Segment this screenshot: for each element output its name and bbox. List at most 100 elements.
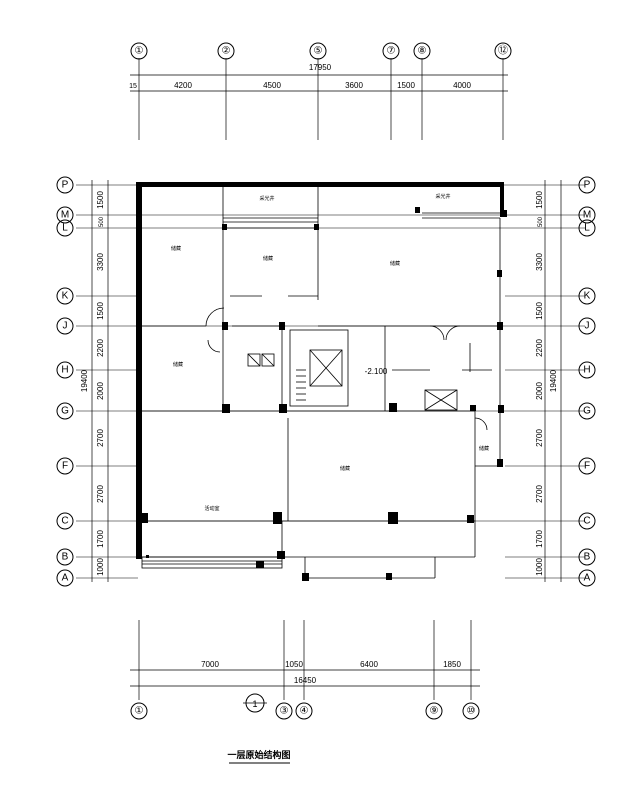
axis-label: L xyxy=(584,223,590,234)
right-dimension: 2200 xyxy=(535,339,544,357)
left-axis-bubble: C xyxy=(56,512,74,530)
right-axis-bubble: B xyxy=(578,548,596,566)
room-label: 储藏 xyxy=(263,255,273,262)
axis-label: A xyxy=(62,573,69,584)
right-axis-bubble: P xyxy=(578,176,596,194)
axis-label: ① xyxy=(135,706,144,717)
room-label: 采光井 xyxy=(259,195,274,202)
axis-label: H xyxy=(61,365,68,376)
right-dimension: 2000 xyxy=(535,382,544,400)
left-dimension: 2700 xyxy=(96,485,105,503)
axis-label: M xyxy=(583,210,591,221)
top-axis-bubble: ⑫ xyxy=(494,42,512,60)
left-axis-bubble: L xyxy=(56,219,74,237)
axis-label: M xyxy=(61,210,69,221)
left-axis-bubble: A xyxy=(56,569,74,587)
left-dimension: 500 xyxy=(99,216,105,227)
right-axis-group: P M L K J H G F C B A 19400 1500 500 330… xyxy=(535,176,596,587)
axis-label: C xyxy=(583,516,590,527)
drawing-title: 一层原始结构图 xyxy=(227,749,291,764)
room-label: 采光井 xyxy=(435,193,450,200)
axis-label: ④ xyxy=(300,706,309,717)
grid-lines xyxy=(76,184,585,579)
bottom-total-dimension: 16450 xyxy=(294,676,317,685)
right-axis-bubble: J xyxy=(578,317,596,335)
left-axis-group: P M L K J H G F C B A 19400 1500 500 330… xyxy=(56,176,109,587)
bottom-dimension: 1850 xyxy=(443,660,461,669)
left-axis-bubble: M xyxy=(56,206,74,224)
left-axis-bubble: P xyxy=(56,176,74,194)
bottom-axis-bubble: ⑨ xyxy=(425,702,443,720)
bottom-dimension: 6400 xyxy=(360,660,378,669)
right-dimension: 1700 xyxy=(535,530,544,548)
drawing-title-text: 一层原始结构图 xyxy=(227,749,290,760)
right-axis-bubble: H xyxy=(578,361,596,379)
level-mark: -2.100 xyxy=(365,367,388,376)
left-dimension: 1500 xyxy=(96,302,105,320)
axis-label: ① xyxy=(135,46,144,57)
room-label: 储藏 xyxy=(479,445,489,452)
left-axis-bubble: H xyxy=(56,361,74,379)
axis-label: J xyxy=(585,321,590,332)
top-dimension: 4200 xyxy=(174,81,192,90)
axis-label: P xyxy=(62,180,69,191)
room-label: 活动室 xyxy=(204,505,219,512)
top-dimension: 1500 xyxy=(397,81,415,90)
east-wall-upper xyxy=(500,187,504,217)
top-dimension: 3600 xyxy=(345,81,363,90)
left-dimension: 1000 xyxy=(96,558,105,576)
axis-label: F xyxy=(584,461,590,472)
room-label: 储藏 xyxy=(340,465,350,472)
top-total-dimension: 17950 xyxy=(309,63,332,72)
left-axis-bubble: K xyxy=(56,287,74,305)
axis-label: P xyxy=(584,180,591,191)
section-symbol-label: 1 xyxy=(252,699,257,709)
axis-label: ⑫ xyxy=(498,45,508,57)
right-axis-bubble: F xyxy=(578,457,596,475)
top-axis-bubble: ⑦ xyxy=(382,42,400,60)
top-dimension: 4000 xyxy=(453,81,471,90)
bottom-axis-group: ① ③ ④ ⑨ ⑩ 7000 1050 6400 1850 16450 1 xyxy=(130,620,480,720)
top-dimension: 4500 xyxy=(263,81,281,90)
top-axis-bubble: ② xyxy=(217,42,235,60)
axis-label: C xyxy=(61,516,68,527)
bottom-axis-bubble: ⑩ xyxy=(462,702,480,720)
west-wall xyxy=(136,182,142,559)
left-axis-bubble: G xyxy=(56,402,74,420)
axis-label: ⑧ xyxy=(418,46,427,57)
axis-label: G xyxy=(583,406,591,417)
bottom-dimension: 1050 xyxy=(285,660,303,669)
left-dimension: 2200 xyxy=(96,339,105,357)
right-axis-bubble: G xyxy=(578,402,596,420)
bottom-axis-bubble: ③ xyxy=(275,702,293,720)
right-axis-bubble: K xyxy=(578,287,596,305)
axis-label: ③ xyxy=(280,706,289,717)
right-axis-bubble: L xyxy=(578,219,596,237)
top-axis-bubble: ⑧ xyxy=(413,42,431,60)
left-axis-bubble: J xyxy=(56,317,74,335)
room-labels: 采光井 采光井 储藏 储藏 储藏 储藏 储藏 储藏 活动室 -2.100 xyxy=(171,193,489,512)
room-label: 储藏 xyxy=(171,245,181,252)
left-dimension: 2700 xyxy=(96,429,105,447)
right-axis-bubble: C xyxy=(578,512,596,530)
right-dimension: 1000 xyxy=(535,558,544,576)
right-total-dimension: 19400 xyxy=(549,369,558,392)
axis-label: J xyxy=(63,321,68,332)
axis-label: B xyxy=(62,552,69,563)
left-total-dimension: 19400 xyxy=(80,369,89,392)
axis-label: A xyxy=(584,573,591,584)
bottom-dimension: 7000 xyxy=(201,660,219,669)
left-axis-bubble: F xyxy=(56,457,74,475)
room-label: 储藏 xyxy=(173,361,183,368)
axis-label: B xyxy=(584,552,591,563)
right-dimension: 2700 xyxy=(535,485,544,503)
building-outline xyxy=(136,182,507,581)
left-dimension: 1700 xyxy=(96,530,105,548)
top-dimension: 15 xyxy=(129,83,137,90)
axis-label: K xyxy=(584,291,591,302)
left-dimension: 2000 xyxy=(96,382,105,400)
axis-label: H xyxy=(583,365,590,376)
axis-label: ⑤ xyxy=(314,46,323,57)
right-dimension: 500 xyxy=(538,216,544,227)
